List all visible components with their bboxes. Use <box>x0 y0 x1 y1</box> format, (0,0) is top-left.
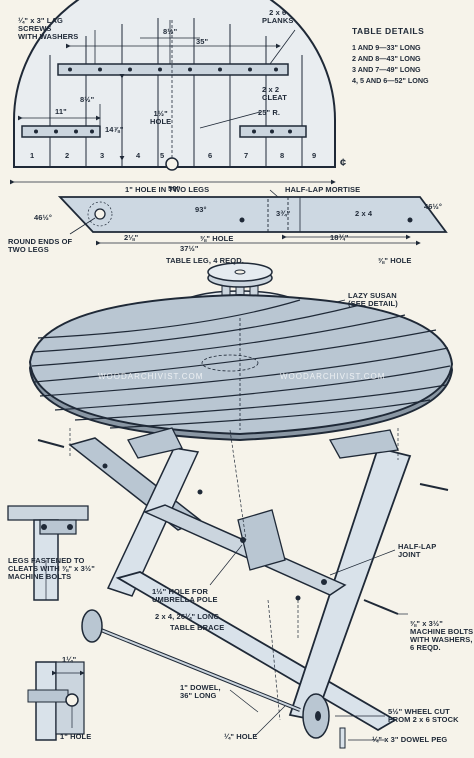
centerline-mark: ¢ <box>340 157 347 169</box>
lazy-susan-label: LAZY SUSAN (SEE DETAIL) <box>348 291 398 308</box>
table-leg-label: TABLE LEG, 4 REQD. <box>166 256 244 265</box>
legs-assembly <box>37 427 449 749</box>
umbrella-hole <box>165 157 179 171</box>
hole-3-8-b-label: ⅜" HOLE <box>378 256 412 265</box>
umbrella-hole-label: 1½" HOLE FOR UMBRELLA POLE <box>152 587 218 604</box>
dim-8-half-top: 8½" <box>163 27 178 36</box>
round-ends-label: ROUND ENDS OF TWO LEGS <box>8 237 73 254</box>
table-details-line: 1 AND 9—33" LONG <box>352 43 421 52</box>
cleat-label: 2 x 2 CLEAT <box>262 85 287 102</box>
table-details: TABLE DETAILS 1 AND 9—33" LONG 2 AND 8—4… <box>352 26 472 86</box>
plank-number: 2 <box>65 151 70 160</box>
planks-label: 2 x 6 PLANKS <box>262 8 294 25</box>
plank-number: 8 <box>280 151 285 160</box>
one-hole-label: 1" HOLE <box>60 732 92 741</box>
dowel-label: 1" DOWEL, 36" LONG <box>180 683 221 700</box>
leg-view <box>57 189 448 246</box>
plank-number: 5 <box>160 151 165 160</box>
hole-3-8-a-label: ⅜" HOLE <box>200 234 234 243</box>
angle-right-label: 46½° <box>424 202 442 211</box>
dim-14-7-8: 14⅞" <box>105 125 124 134</box>
table-details-line: 4, 5 AND 6—52" LONG <box>352 76 429 85</box>
wheel-detail-inset <box>27 661 85 741</box>
dim-3-3-4: 3¾" <box>276 209 291 218</box>
plank-number: 6 <box>208 151 213 160</box>
dim-8-half-left: 8½" <box>80 95 95 104</box>
plank-number: 3 <box>100 151 105 160</box>
stock-label: 2 x 4 <box>355 209 373 218</box>
angle-left-label: 46½° <box>34 213 52 222</box>
assembled-tabletop <box>28 293 454 442</box>
quarter-hole-label: ¼" HOLE <box>224 732 258 741</box>
table-details-line: 2 AND 8—43" LONG <box>352 54 421 63</box>
dim-50: 50" <box>168 184 181 193</box>
dim-35: 35" <box>196 37 209 46</box>
table-brace-label: TABLE BRACE <box>170 623 225 632</box>
angle-93-label: 93° <box>195 205 207 214</box>
half-lap-joint-label: HALF-LAP JOINT <box>398 542 437 559</box>
dim-37-1-2: 37½" <box>180 244 199 253</box>
top-view <box>10 0 336 185</box>
dim-2-1-8: 2⅛" <box>124 233 139 242</box>
top-cleat <box>57 63 289 76</box>
lag-screws-label: ¼" x 3" LAG SCREWS WITH WASHERS <box>18 16 79 41</box>
dowel-peg-label: ¼" x 3" DOWEL PEG <box>372 735 448 744</box>
half-lap-mortise-label: HALF-LAP MORTISE <box>285 185 361 194</box>
table-details-title: TABLE DETAILS <box>352 26 425 36</box>
wheel-label: 5½" WHEEL CUT FROM 2 x 6 STOCK <box>388 707 459 724</box>
radius-label: 25" R. <box>258 108 281 117</box>
brace-dims-label: 2 x 4, 26¼" LONG <box>155 612 220 621</box>
dim-1-1-4-label: 1¼" <box>62 655 77 664</box>
hole-label: 1½" HOLE <box>150 109 172 126</box>
bolt-detail-inset <box>7 505 89 601</box>
table-leg-shape <box>57 196 448 233</box>
plank-number: 1 <box>30 151 35 160</box>
plank-number: 4 <box>136 151 141 160</box>
plank-number: 9 <box>312 151 317 160</box>
hole-two-legs-label: 1" HOLE IN TWO LEGS <box>125 185 210 194</box>
plank-number: 7 <box>244 151 249 160</box>
watermark-left: WOODARCHIVIST.COM <box>98 372 204 381</box>
dim-11: 11" <box>55 107 67 116</box>
machine-bolts-label: ⅜" x 3½" MACHINE BOLTS WITH WASHERS, 6 R… <box>410 619 474 652</box>
left-cleat <box>21 125 101 138</box>
legs-fastened-label: LEGS FASTENED TO CLEATS WITH ⅜" x 3½" MA… <box>8 556 95 581</box>
table-details-line: 3 AND 7—49" LONG <box>352 65 421 74</box>
watermark-right: WOODARCHIVIST.COM <box>280 372 386 381</box>
dim-18-3-4: 18¾" <box>330 233 349 242</box>
top-cleat-screws <box>68 67 278 72</box>
